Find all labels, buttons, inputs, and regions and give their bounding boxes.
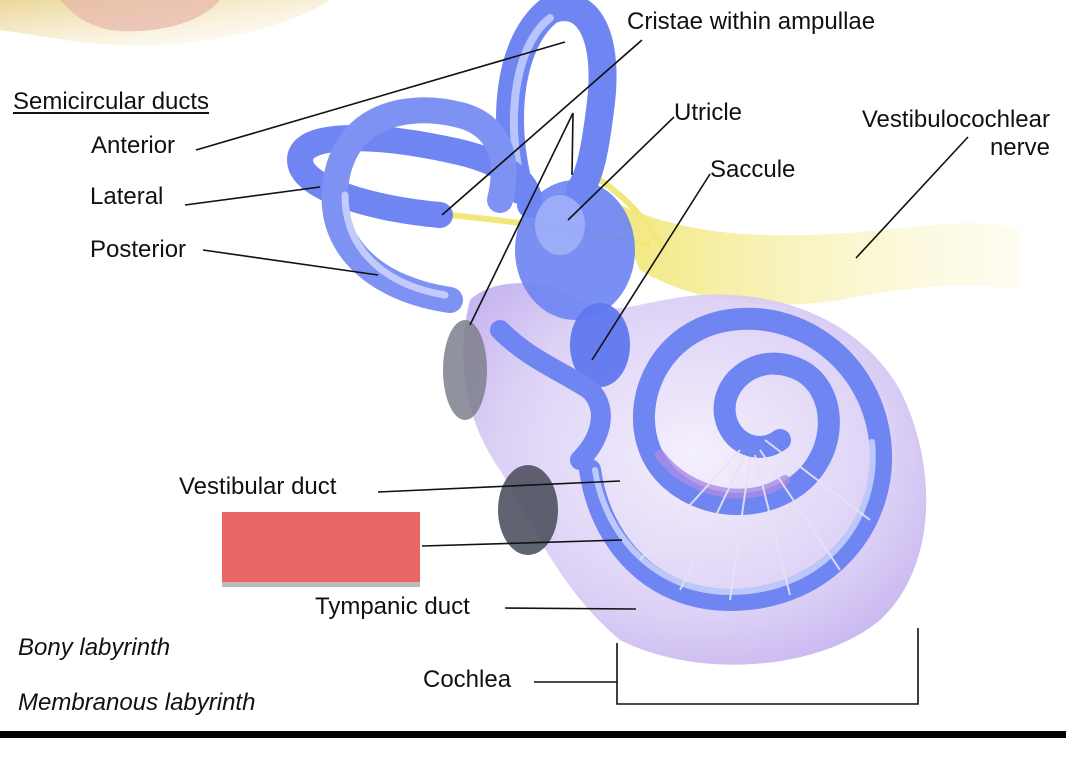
oval-window (443, 320, 487, 420)
tissue-fragment (60, 0, 220, 32)
leader-posterior (202, 249, 379, 276)
label-posterior: Posterior (90, 236, 187, 263)
leader-lines (184, 39, 969, 705)
leader-lateral (184, 186, 321, 206)
label-lateral: Lateral (90, 183, 164, 210)
leader-redacted (421, 539, 623, 547)
utricle-highlight (535, 195, 585, 255)
label-nerve: nerve (989, 134, 1050, 161)
leader-tympanic (504, 607, 637, 610)
vestibule-connection (490, 320, 611, 470)
label-bony-labyrinth: Bony labyrinth (18, 634, 171, 661)
cochlea-radial-lines (639, 439, 871, 601)
leader-cristae-1 (441, 39, 643, 216)
anterior-duct (496, 0, 617, 204)
label-cochlea: Cochlea (423, 666, 512, 693)
label-tympanic-duct: Tympanic duct (315, 593, 470, 620)
leader-saccule (591, 173, 711, 361)
label-cristae-within-ampullae: Cristae within ampullae (627, 8, 876, 35)
label-membranous-labyrinth: Membranous labyrinth (18, 689, 256, 716)
nerve-branch-2 (598, 177, 668, 252)
label-vestibulocochlear: Vestibulocochlear (861, 106, 1050, 133)
cochlear-duct-spiral (579, 307, 893, 612)
leader-vestibular (377, 480, 621, 493)
label-utricle: Utricle (674, 99, 743, 126)
anterior-duct-highlight (509, 14, 554, 189)
redacted-label-box (222, 512, 420, 582)
label-semicircular-ducts: Semicircular ducts (13, 88, 210, 115)
leader-cristae-2 (469, 112, 574, 326)
posterior-duct-highlight (341, 191, 449, 299)
label-vestibular-duct: Vestibular duct (179, 473, 337, 500)
label-saccule: Saccule (710, 156, 796, 183)
label-anterior: Anterior (91, 132, 176, 159)
cochlea-inner-spiral (655, 450, 790, 499)
leader-utricle (567, 116, 675, 221)
leader-anterior (195, 41, 566, 151)
leader-nerve (855, 136, 969, 259)
cochlea-bracket (616, 628, 919, 705)
posterior-duct (321, 97, 517, 313)
round-window (498, 465, 558, 555)
leader-cristae-3 (571, 112, 574, 176)
vestibulocochlear-nerve-shape (610, 200, 1020, 305)
bottom-border-bar (0, 731, 1066, 738)
